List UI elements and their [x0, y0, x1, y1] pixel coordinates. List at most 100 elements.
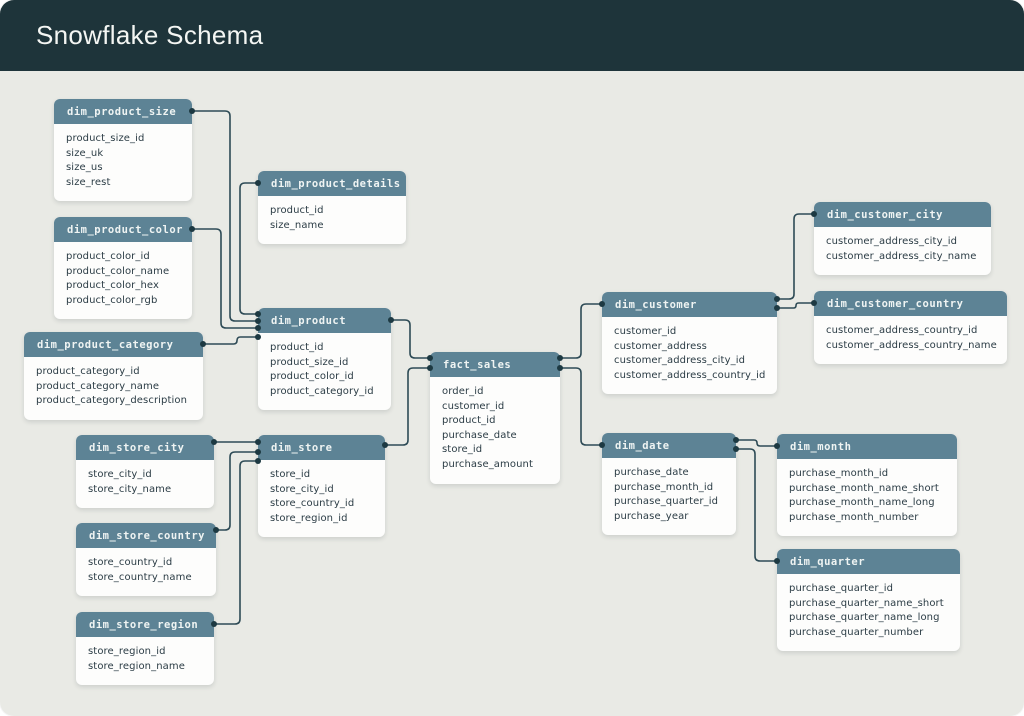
table-title: dim_quarter [790, 555, 866, 568]
table-title: dim_product_details [271, 177, 401, 190]
table-field: size_us [66, 162, 103, 174]
table-field: purchase_quarter_number [789, 626, 924, 638]
table-field: product_category_id [270, 385, 374, 397]
table-field: store_region_id [270, 512, 348, 524]
table-header: dim_product [258, 308, 391, 333]
table-field: purchase_month_number [789, 511, 919, 523]
table-field: customer_id [442, 400, 505, 412]
table-field: store_region_id [88, 646, 166, 657]
table-field: purchase_quarter_name_long [789, 612, 940, 624]
table-title: dim_product_category [37, 338, 174, 351]
table-field: purchase_month_name_short [789, 482, 939, 494]
table-field: product_size_id [270, 356, 349, 368]
table-header: dim_customer_city [814, 202, 991, 227]
table-fields: purchase_month_id purchase_month_name_sho… [777, 459, 957, 536]
table-field: product_category_name [36, 380, 160, 392]
table-field: product_id [270, 205, 324, 216]
table-field: product_color_rgb [66, 294, 158, 306]
table-header: dim_quarter [777, 549, 960, 574]
table-title: dim_month [790, 440, 852, 453]
table-fields: product_id size_name [258, 196, 406, 244]
table-header: dim_store_city [76, 435, 214, 460]
table-title: dim_product_color [67, 223, 183, 236]
table-dim-product-details[interactable]: dim_product_details product_id size_name [258, 171, 406, 245]
table-title: dim_store [271, 441, 333, 454]
table-field: store_id [270, 469, 311, 480]
table-field: size_rest [66, 176, 111, 188]
table-field: purchase_year [614, 510, 689, 522]
table-title: dim_product_size [67, 105, 177, 118]
table-header: dim_product_color [54, 217, 192, 242]
table-fields: product_category_id product_category_name… [24, 357, 203, 420]
table-header: dim_product_details [258, 171, 406, 196]
table-field: purchase_quarter_id [614, 496, 719, 508]
table-header: dim_customer_country [814, 291, 1007, 316]
table-header: dim_store [258, 435, 385, 460]
table-header: dim_customer [602, 292, 777, 317]
table-title: dim_store_region [89, 618, 199, 631]
table-title: dim_customer [615, 298, 697, 311]
table-field: product_id [270, 342, 324, 353]
title-bar: Snowflake Schema [0, 0, 1024, 71]
table-field: purchase_amount [442, 458, 533, 470]
table-field: product_category_description [36, 395, 188, 407]
table-fields: product_size_id size_uk size_us size_rest [54, 124, 192, 201]
table-field: purchase_quarter_id [789, 583, 894, 594]
table-dim-store-region[interactable]: dim_store_region store_region_id store_reg… [76, 612, 214, 686]
table-title: dim_product [271, 314, 347, 327]
table-field: customer_id [614, 326, 677, 337]
table-field: product_color_id [270, 371, 354, 383]
table-field: product_color_name [66, 265, 170, 277]
table-field: order_id [442, 386, 484, 397]
table-fields: purchase_date purchase_month_id purchase_q… [602, 458, 736, 535]
table-header: dim_product_size [54, 99, 192, 124]
table-title: fact_sales [443, 358, 512, 371]
table-fields: product_id product_size_id product_color_i… [258, 333, 391, 410]
table-field: product_color_hex [66, 280, 160, 292]
table-header: dim_store_country [76, 523, 216, 548]
table-field: purchase_quarter_name_short [789, 597, 944, 609]
table-fields: customer_address_city_id customer_address… [814, 227, 991, 275]
table-field: product_category_id [36, 366, 140, 377]
table-field: store_city_id [88, 469, 152, 480]
table-field: purchase_month_id [614, 481, 714, 493]
table-header: dim_store_region [76, 612, 214, 637]
table-field: product_color_id [66, 251, 150, 262]
table-field: size_name [270, 219, 324, 231]
table-fields: purchase_quarter_id purchase_quarter_name… [777, 574, 960, 651]
table-field: purchase_date [614, 467, 689, 478]
table-field: purchase_month_id [789, 468, 889, 479]
table-title: dim_store_city [89, 441, 185, 454]
table-field: product_size_id [66, 133, 145, 144]
table-field: store_region_name [88, 660, 185, 672]
table-field: customer_address_city_name [826, 250, 977, 262]
table-field: size_uk [66, 147, 104, 159]
table-field: customer_address_country_id [614, 369, 766, 381]
table-header: fact_sales [430, 352, 560, 377]
table-field: store_id [442, 444, 483, 456]
table-field: customer_address_city_id [826, 236, 958, 247]
table-field: customer_address_city_id [614, 355, 746, 367]
